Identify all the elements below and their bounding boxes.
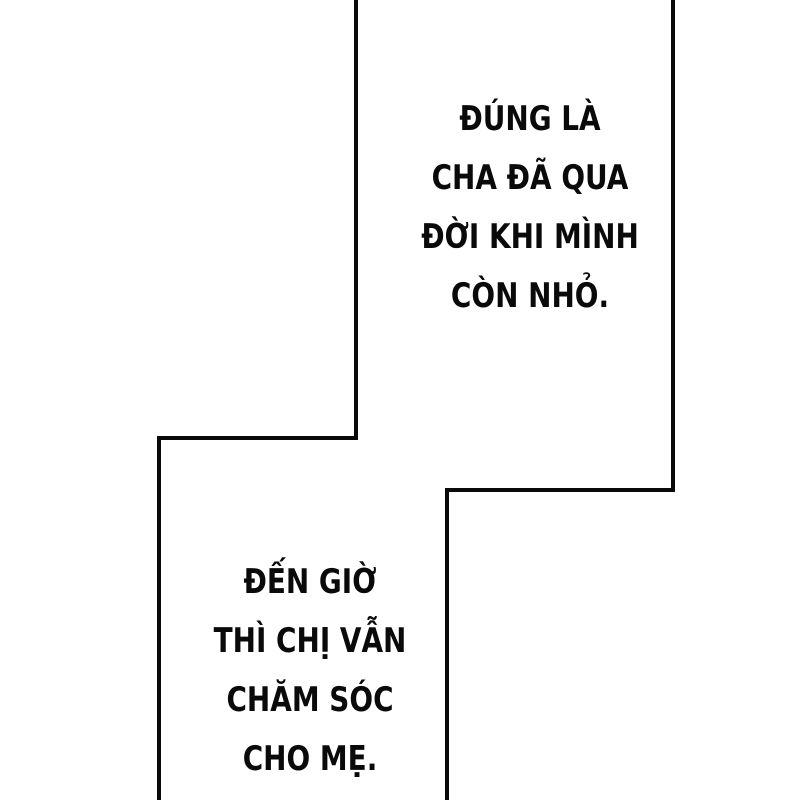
panel-border-right-upper [671, 0, 675, 492]
caption-line: ĐÚNG LÀ [459, 99, 601, 139]
panel-border-left-upper [354, 0, 358, 440]
panel-border-left-step [157, 436, 358, 440]
caption-bottom: ĐẾN GIỜ THÌ CHỊ VẪN CHĂM SÓC CHO MẸ. [187, 553, 433, 789]
caption-top: ĐÚNG LÀ CHA ĐÃ QUA ĐỜI KHI MÌNH CÒN NHỎ. [407, 90, 653, 326]
caption-line: CÒN NHỎ. [450, 276, 610, 316]
caption-line: ĐẾN GIỜ [243, 562, 377, 602]
caption-line: ĐỜI KHI MÌNH [421, 217, 639, 257]
caption-line: CHA ĐÃ QUA [431, 158, 629, 198]
caption-line: THÌ CHỊ VẪN [213, 621, 407, 661]
panel-border-left-lower [157, 436, 161, 800]
caption-line: CHO MẸ. [242, 739, 378, 779]
panel-border-right-lower [445, 488, 449, 800]
panel-border-right-step [445, 488, 675, 492]
caption-line: CHĂM SÓC [226, 680, 394, 720]
